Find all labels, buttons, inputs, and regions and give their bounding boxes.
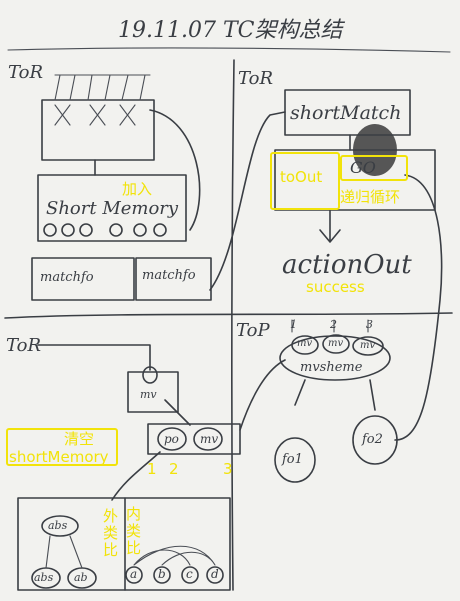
go-label: GO bbox=[350, 158, 376, 177]
abs-left-label: abs bbox=[34, 571, 54, 584]
fo1-label: fo1 bbox=[282, 452, 303, 467]
number-1-ink: 1 bbox=[290, 318, 297, 331]
short-memory-box bbox=[37, 174, 187, 242]
arrow-to-mvsheme bbox=[239, 359, 286, 431]
tor-top-right: ToR bbox=[238, 68, 273, 89]
node-a: a bbox=[130, 567, 138, 581]
matchfo-left-label: matchfo bbox=[40, 270, 94, 285]
fo1-circle bbox=[274, 437, 316, 483]
annotation-toout-box bbox=[270, 152, 340, 210]
annotation-clear-box bbox=[6, 428, 118, 466]
sketch-title: 19.11.07 TC架构总结 bbox=[118, 18, 343, 43]
annotation-wai-lei-bi: 外类比 bbox=[103, 507, 119, 559]
po-label: po bbox=[164, 432, 179, 446]
annotation-success: success bbox=[306, 278, 365, 296]
annotation-nei-lei-bi: 内类比 bbox=[126, 505, 142, 557]
shortmatch-box bbox=[284, 89, 411, 136]
annotation-n1: 1 bbox=[147, 460, 157, 478]
arrow-to-shortmatch bbox=[209, 111, 286, 291]
node-b: b bbox=[158, 567, 166, 581]
horizontal-divider bbox=[4, 312, 453, 319]
annotation-jiaru: 加入 bbox=[122, 180, 153, 198]
fo2-circle bbox=[352, 415, 398, 465]
top-rule bbox=[7, 47, 451, 53]
number-2-ink: 2 bbox=[330, 318, 337, 331]
annotation-shortmemory: shortMemory bbox=[9, 448, 109, 466]
go-outer-box bbox=[274, 149, 436, 211]
matchfo-right-label: matchfo bbox=[142, 268, 196, 283]
mv-mid-label: mv bbox=[328, 338, 344, 349]
mv-label: mv bbox=[140, 388, 157, 401]
matchfo-right-box bbox=[135, 257, 212, 301]
mv-right-label: mv bbox=[360, 340, 376, 351]
actionout-label: actionOut bbox=[282, 250, 412, 280]
node-c: c bbox=[186, 567, 193, 581]
bottom-compare-box bbox=[17, 497, 231, 591]
abs-label: abs bbox=[48, 519, 68, 532]
fo2-label: fo2 bbox=[362, 432, 383, 447]
recursion-loop bbox=[394, 174, 443, 441]
po-mv-box bbox=[147, 423, 241, 455]
number-3-ink: 3 bbox=[366, 318, 373, 331]
annotation-qingkong: 清空 bbox=[64, 430, 95, 448]
top-mid-right: ToP bbox=[236, 320, 270, 341]
tor-top-left: ToR bbox=[8, 62, 43, 83]
protectedalg-box bbox=[41, 99, 155, 161]
vertical-divider bbox=[231, 59, 235, 591]
tor-mid-arrow bbox=[37, 344, 151, 371]
annotation-n2: 2 bbox=[169, 460, 179, 478]
mv2-label: mv bbox=[200, 432, 219, 446]
mv-left-label: mv bbox=[297, 338, 313, 349]
shortmatch-label: shortMatch bbox=[290, 102, 402, 124]
short-memory-label: Short Memory bbox=[46, 198, 179, 219]
annotation-toout: toOut bbox=[280, 168, 323, 186]
node-d: d bbox=[211, 567, 219, 581]
ab-label: ab bbox=[74, 571, 88, 584]
annotation-digui-box bbox=[340, 155, 408, 181]
annotation-digui: 递归循环 bbox=[340, 188, 401, 206]
matchfo-left-box bbox=[31, 257, 135, 301]
mvsheme-ellipse bbox=[279, 335, 391, 381]
annotation-n3: 3 bbox=[223, 460, 233, 478]
tor-mid-left: ToR bbox=[6, 335, 41, 356]
mvsheme-label: mvsheme bbox=[300, 360, 363, 375]
arrow-down-left bbox=[111, 451, 161, 501]
